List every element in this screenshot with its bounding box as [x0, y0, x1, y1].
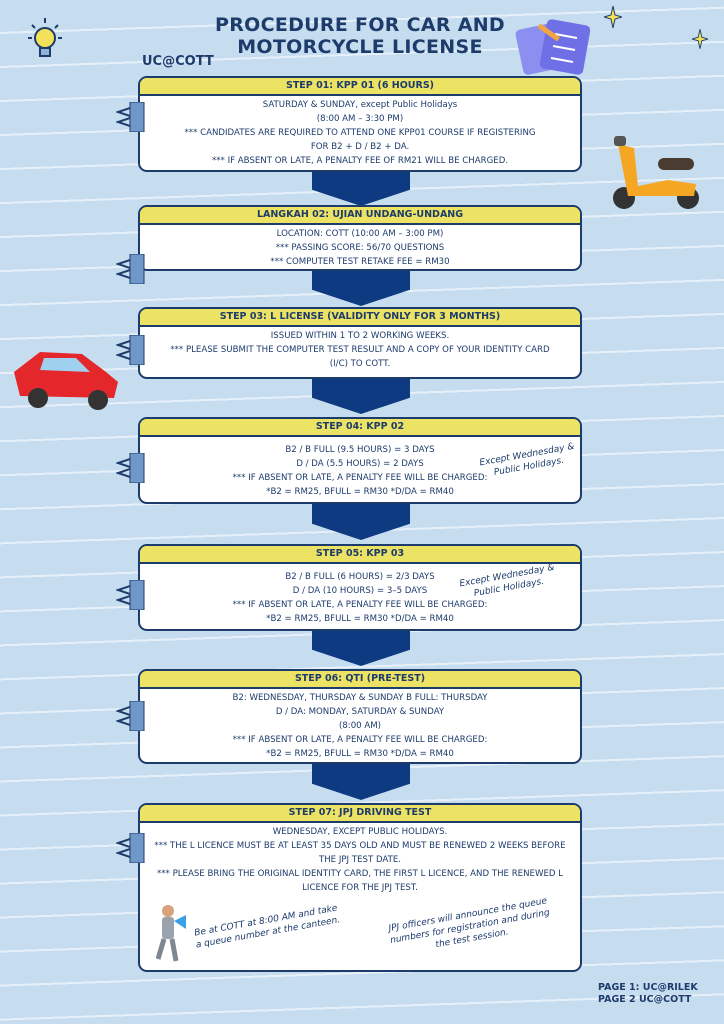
step-line: *B2 = RM25, BFULL = RM30 *D/DA = RM40: [266, 749, 454, 759]
down-arrow: [312, 504, 410, 540]
step-line: WEDNESDAY, EXCEPT PUBLIC HOLIDAYS.: [272, 827, 448, 837]
brand-label: UC@COTT: [142, 54, 214, 69]
sparkle-icon: [692, 29, 708, 49]
binder-clip-icon: [116, 254, 145, 284]
binder-clip-icon: [116, 580, 145, 610]
step-07-card: STEP 07: JPJ DRIVING TEST WEDNESDAY, EXC…: [138, 803, 582, 972]
step-title: STEP 07: JPJ DRIVING TEST: [140, 805, 580, 823]
announcement-note: JPJ officers will announce the queue num…: [387, 896, 551, 951]
binder-clip-icon: [116, 102, 145, 132]
step-line: *** COMPUTER TEST RETAKE FEE = RM30: [270, 257, 450, 267]
checklist-icon: [515, 19, 591, 75]
red-car-icon: [14, 352, 118, 410]
step-title: LANGKAH 02: UJIAN UNDANG-UNDANG: [140, 207, 580, 225]
step-title: STEP 03: L LICENSE (VALIDITY ONLY FOR 3 …: [140, 309, 580, 327]
step-line: *** PLEASE BRING THE ORIGINAL IDENTITY C…: [156, 869, 564, 879]
step-line: (8:00 AM): [338, 721, 382, 731]
down-arrow: [312, 170, 410, 206]
step-01-card: STEP 01: KPP 01 (6 HOURS) SATURDAY & SUN…: [138, 76, 582, 172]
step-line: *** IF ABSENT OR LATE, A PENALTY FEE WIL…: [232, 735, 488, 745]
step-line: *** PASSING SCORE: 56/70 QUESTIONS: [275, 243, 445, 253]
step-title: STEP 04: KPP 02: [140, 419, 580, 437]
step-line: *** PLEASE SUBMIT THE COMPUTER TEST RESU…: [170, 345, 550, 355]
footer-page-1: PAGE 1: UC@RILEK: [598, 982, 698, 993]
page-footer: PAGE 1: UC@RILEK PAGE 2 UC@COTT: [598, 982, 698, 1006]
step-line: D / DA (10 HOURS) = 3–5 DAYS: [292, 586, 428, 596]
step-line: LOCATION: COTT (10:00 AM – 3:00 PM): [276, 229, 444, 239]
step-line: FOR B2 + D / B2 + DA.: [310, 142, 410, 152]
step-title: STEP 01: KPP 01 (6 HOURS): [140, 78, 580, 96]
step-line: *B2 = RM25, BFULL = RM30 *D/DA = RM40: [266, 614, 454, 624]
step-line: THE JPJ TEST DATE.: [318, 855, 402, 865]
step-title: STEP 05: KPP 03: [140, 546, 580, 564]
sparkle-icon: [604, 6, 622, 28]
step-line: *** IF ABSENT OR LATE, A PENALTY FEE WIL…: [232, 473, 488, 483]
step-line: (8:00 AM – 3:30 PM): [316, 114, 404, 124]
businessman-megaphone-icon: [156, 905, 186, 962]
down-arrow: [312, 630, 410, 666]
down-arrow: [312, 764, 410, 800]
step-line: B2: WEDNESDAY, THURSDAY & SUNDAY B FULL:…: [232, 693, 488, 703]
binder-clip-icon: [116, 453, 145, 483]
scooter-icon: [613, 136, 699, 209]
step-line: D / DA: MONDAY, SATURDAY & SUNDAY: [275, 707, 445, 717]
step-line: *** IF ABSENT OR LATE, A PENALTY FEE OF …: [211, 156, 509, 166]
step-line: (I/C) TO COTT.: [329, 359, 391, 369]
step-03-card: STEP 03: L LICENSE (VALIDITY ONLY FOR 3 …: [138, 307, 582, 379]
step-04-card: STEP 04: KPP 02 B2 / B FULL (9.5 HOURS) …: [138, 417, 582, 504]
step-line: *** IF ABSENT OR LATE, A PENALTY FEE WIL…: [232, 600, 488, 610]
step-line: *B2 = RM25, BFULL = RM30 *D/DA = RM40: [266, 487, 454, 497]
step-line: ISSUED WITHIN 1 TO 2 WORKING WEEKS.: [270, 331, 450, 341]
step-line: B2 / B FULL (9.5 HOURS) = 3 DAYS: [285, 445, 435, 455]
step-title: STEP 06: QTI (PRE-TEST): [140, 671, 580, 689]
step-05-card: STEP 05: KPP 03 B2 / B FULL (6 HOURS) = …: [138, 544, 582, 631]
step-06-card: STEP 06: QTI (PRE-TEST) B2: WEDNESDAY, T…: [138, 669, 582, 764]
binder-clip-icon: [116, 335, 145, 365]
step-line: *** THE L LICENCE MUST BE AT LEAST 35 DA…: [154, 841, 566, 851]
step-line: *** CANDIDATES ARE REQUIRED TO ATTEND ON…: [184, 128, 536, 138]
down-arrow: [312, 378, 410, 414]
binder-clip-icon: [116, 833, 145, 863]
down-arrow: [312, 270, 410, 306]
step-line: LICENCE FOR THE JPJ TEST.: [302, 883, 418, 893]
step-02-card: LANGKAH 02: UJIAN UNDANG-UNDANG LOCATION…: [138, 205, 582, 271]
step-line: D / DA (5.5 HOURS) = 2 DAYS: [296, 459, 424, 469]
queue-note: Be at COTT at 8:00 AM and take a queue n…: [193, 903, 341, 951]
step-line: B2 / B FULL (6 HOURS) = 2/3 DAYS: [285, 572, 435, 582]
binder-clip-icon: [116, 701, 145, 731]
lightbulb-icon: [28, 18, 62, 57]
step-line: SATURDAY & SUNDAY, except Public Holiday…: [262, 100, 458, 110]
page-title: PROCEDURE FOR CAR AND MOTORCYCLE LICENSE: [214, 14, 505, 58]
footer-page-2: PAGE 2 UC@COTT: [598, 994, 692, 1005]
